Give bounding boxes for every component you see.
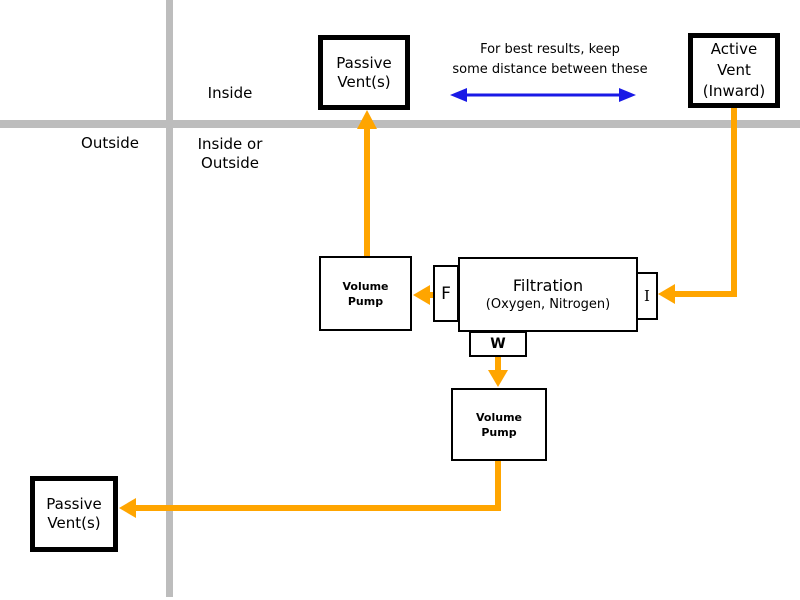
node-port-i-label: I xyxy=(644,287,650,305)
distance-note: For best results, keep some distance bet… xyxy=(452,42,648,77)
node-volume-pump-top: Volume Pump xyxy=(319,256,412,331)
flow-arrow-w-to-pump xyxy=(488,357,508,387)
node-passive-vent-top: Passive Vent(s) xyxy=(318,35,410,110)
node-filtration: Filtration (Oxygen, Nitrogen) xyxy=(458,257,638,332)
node-active-vent-label: Active Vent (Inward) xyxy=(702,40,766,100)
node-filtration-title: Filtration xyxy=(512,275,584,295)
region-label-inside: Inside xyxy=(207,84,253,102)
boundary-line-vertical xyxy=(166,0,173,597)
node-port-f-label: F xyxy=(441,283,451,304)
flow-arrow-f-to-pump xyxy=(413,285,433,305)
boundary-line-horizontal xyxy=(0,120,800,128)
flow-arrow-pump-to-passive-vent-bottom xyxy=(119,461,501,518)
flow-arrow-pump-to-passive-vent xyxy=(357,110,377,258)
node-port-f: F xyxy=(433,265,459,322)
distance-arrow xyxy=(450,88,636,102)
region-label-inside-or-outside: Inside or Outside xyxy=(197,135,263,172)
node-passive-vent-bottom: Passive Vent(s) xyxy=(30,476,118,552)
node-port-i: I xyxy=(636,272,658,320)
region-label-outside: Outside xyxy=(81,134,139,152)
node-volume-pump-bottom-label: Volume Pump xyxy=(476,410,522,439)
flow-arrow-active-vent-to-i xyxy=(658,108,737,304)
node-port-w: W xyxy=(469,331,527,357)
node-volume-pump-top-label: Volume Pump xyxy=(342,279,389,308)
node-passive-vent-top-label: Passive Vent(s) xyxy=(336,53,392,91)
node-filtration-subtitle: (Oxygen, Nitrogen) xyxy=(485,296,611,312)
node-volume-pump-bottom: Volume Pump xyxy=(451,388,547,461)
node-active-vent: Active Vent (Inward) xyxy=(688,33,780,108)
node-port-w-label: W xyxy=(490,336,506,352)
node-passive-vent-bottom-label: Passive Vent(s) xyxy=(46,495,102,532)
flow-arrows xyxy=(119,108,737,518)
